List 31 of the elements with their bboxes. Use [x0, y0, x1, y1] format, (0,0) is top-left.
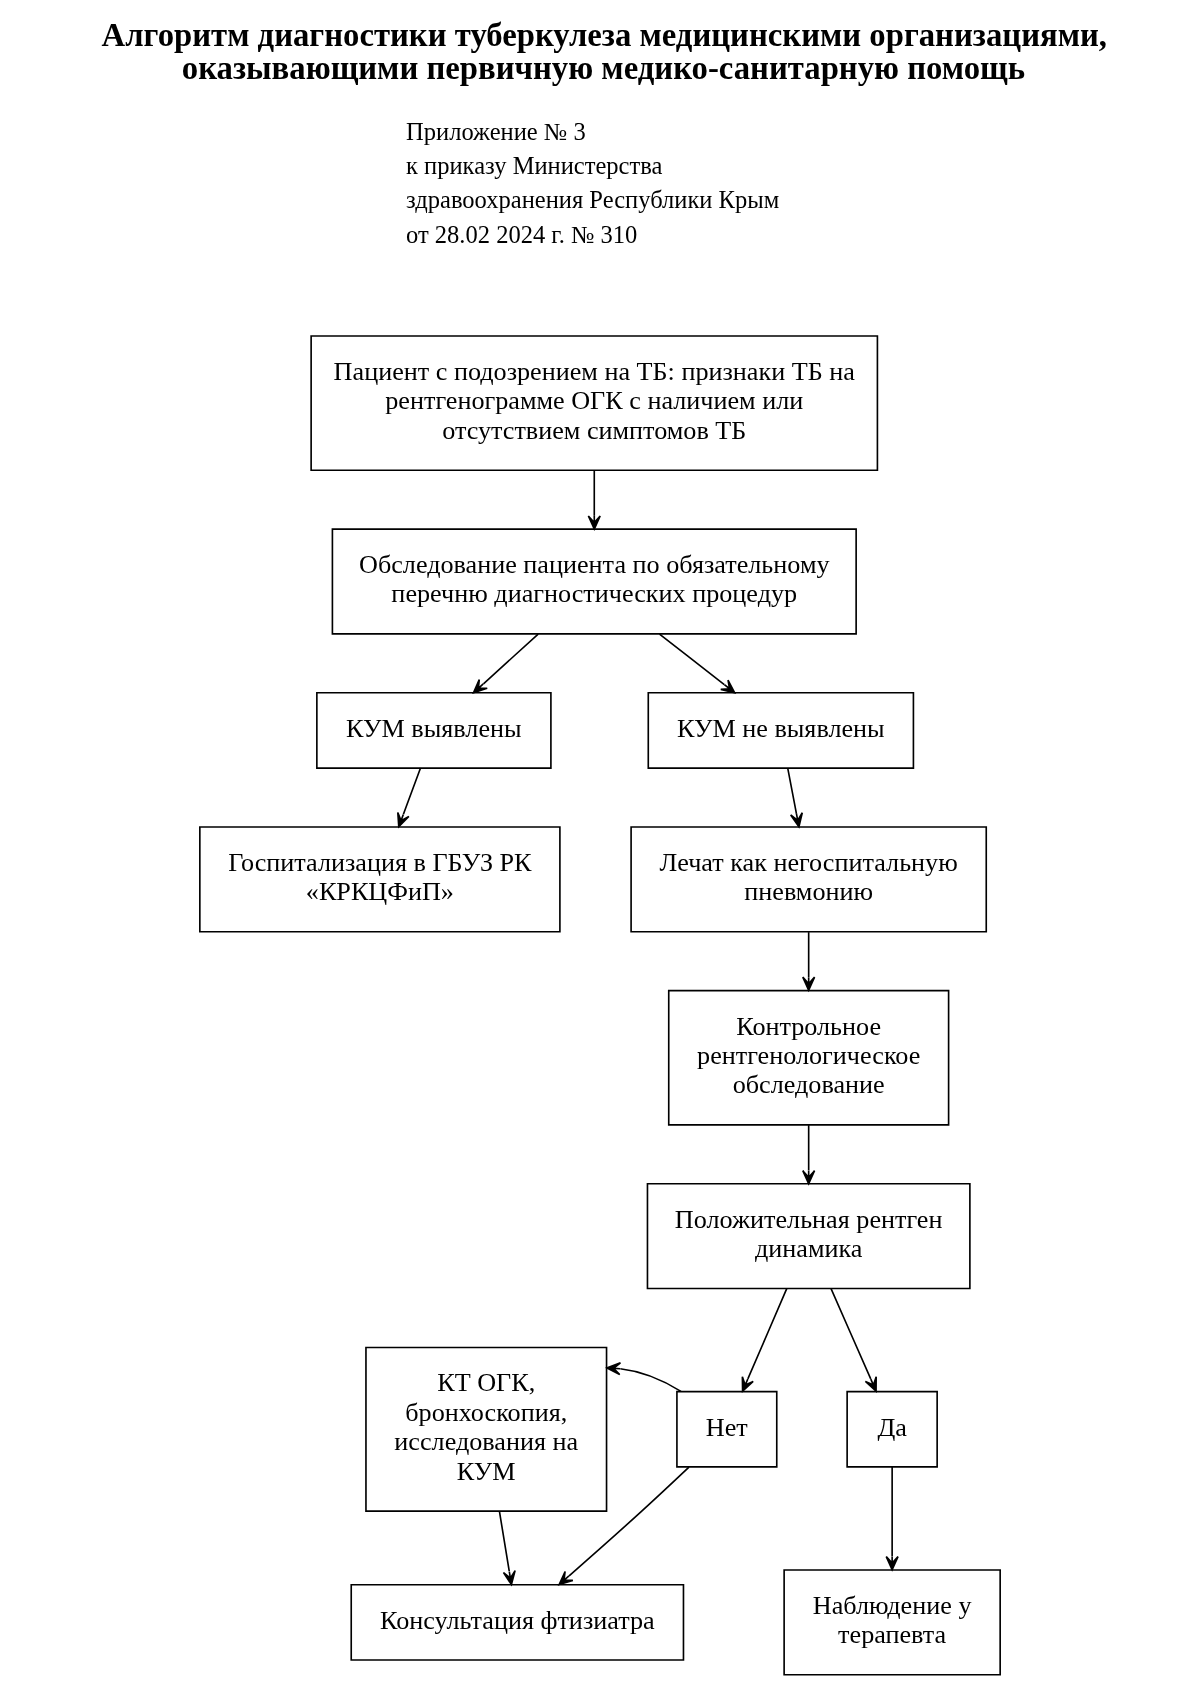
- arrow: [801, 931, 816, 992]
- arrow: [472, 633, 539, 694]
- arrow: [558, 1466, 690, 1586]
- label: к приказу Министерства: [406, 151, 663, 179]
- node-box: Консультация фтизиатра: [350, 1583, 685, 1661]
- diagram-title: Алгоритм диагностики туберкулеза медицинскими организациями, оказывающими первичную медико-санитарную помощь: [101, 17, 1108, 87]
- arrow: [801, 1124, 816, 1185]
- node-box: Пациент с подозрением на ТБ: признаки ТБ на рентгенограмме ОГК с наличием или отсутствием симптомов ТБ: [310, 335, 879, 472]
- node-box: КТ ОГК, бронхоскопия, исследования на КУМ: [365, 1346, 608, 1512]
- arrow: [498, 1510, 516, 1586]
- node-box: Положительная рентген динамика: [646, 1182, 971, 1290]
- arrow: [741, 1287, 788, 1392]
- arrow: [606, 1362, 682, 1393]
- arrow: [786, 767, 804, 828]
- arrow: [885, 1466, 899, 1571]
- arrow: [658, 633, 736, 694]
- arrow: [830, 1287, 877, 1392]
- node-box: Да: [846, 1390, 938, 1468]
- node-box: Госпитализация в ГБУЗ РК «КРКЦФиП»: [199, 826, 561, 933]
- arrow: [587, 469, 601, 530]
- node-box: Лечат как негоспитальную пневмонию: [630, 826, 988, 933]
- label: от 28.02 2024 г. № 310: [406, 220, 638, 248]
- node-box: Контрольное рентгенологическое обследование: [667, 989, 950, 1126]
- node-box: Наблюдение у терапевта: [783, 1569, 1001, 1676]
- node-box: КУМ не выявлены: [647, 691, 915, 769]
- label: Приложение № 3: [406, 117, 586, 145]
- label: здравоохранения Республики Крым: [406, 186, 780, 214]
- node-box: Нет: [676, 1390, 778, 1468]
- node-box: КУМ выявлены: [316, 691, 552, 769]
- arrow: [397, 767, 422, 828]
- node-box: Обследование пациента по обязательному перечню диагностических процедур: [331, 528, 857, 635]
